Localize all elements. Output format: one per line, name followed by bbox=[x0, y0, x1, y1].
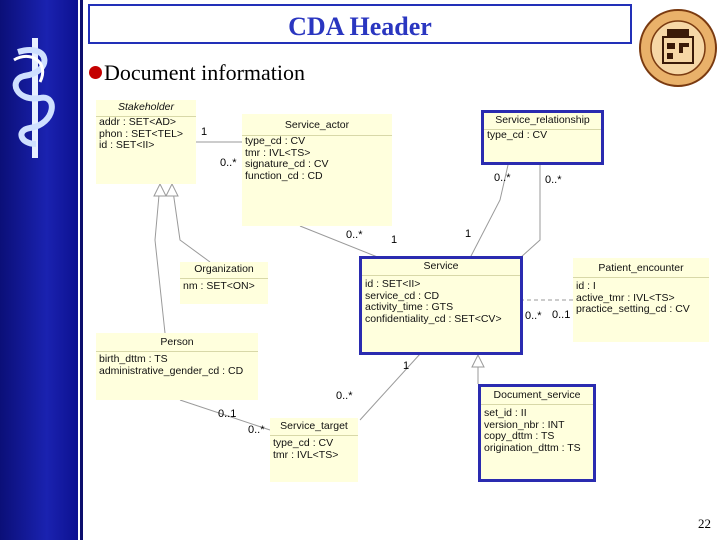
multiplicity-label: 0..1 bbox=[552, 309, 571, 321]
class-name: Service_relationship bbox=[495, 114, 590, 126]
class-service-actor[interactable]: Service_actor type_cd : CV tmr : IVL<TS>… bbox=[242, 114, 392, 226]
class-name: Organization bbox=[194, 263, 254, 275]
caduceus-icon bbox=[12, 38, 55, 158]
class-patient-encounter[interactable]: Patient_encounter id : I active_tmr : IV… bbox=[573, 258, 709, 342]
attribute: birth_dttm : TS bbox=[99, 353, 168, 365]
class-service-relationship[interactable]: Service_relationship type_cd : CV bbox=[481, 110, 604, 165]
multiplicity-label: 0..* bbox=[346, 229, 363, 241]
multiplicity-label: 0..* bbox=[248, 424, 265, 436]
multiplicity-label: 0..* bbox=[494, 172, 511, 184]
attribute: set_id : II bbox=[484, 407, 527, 419]
attribute: active_tmr : IVL<TS> bbox=[576, 291, 675, 304]
attribute: service_cd : CD bbox=[365, 289, 440, 302]
multiplicity-label: 1 bbox=[403, 360, 410, 372]
class-name: Stakeholder bbox=[117, 101, 175, 113]
attribute: signature_cd : CV bbox=[245, 158, 329, 170]
attribute: tmr : IVL<TS> bbox=[273, 448, 339, 461]
attribute: type_cd : CV bbox=[245, 135, 306, 147]
class-name: Service_actor bbox=[284, 119, 350, 131]
multiplicity-label: 0..* bbox=[525, 310, 542, 322]
attribute: addr : SET<AD> bbox=[99, 116, 177, 128]
attribute: tmr : IVL<TS> bbox=[245, 146, 311, 159]
class-organization[interactable]: Organization nm : SET<ON> bbox=[180, 262, 268, 304]
title-bar: CDA Header bbox=[88, 4, 632, 44]
attribute: confidentiality_cd : SET<CV> bbox=[365, 312, 502, 325]
class-service[interactable]: Service id : SET<II> service_cd : CD act… bbox=[359, 256, 523, 355]
attribute: administrative_gender_cd : CD bbox=[99, 364, 244, 377]
multiplicity-label: 0..* bbox=[545, 174, 562, 186]
multiplicity-label: 1 bbox=[465, 228, 472, 240]
class-name: Document_service bbox=[493, 389, 581, 401]
attribute: practice_setting_cd : CV bbox=[576, 303, 690, 315]
class-stakeholder[interactable]: Stakeholder addr : SET<AD> phon : SET<TE… bbox=[96, 100, 196, 184]
class-service-target[interactable]: Service_target type_cd : CV tmr : IVL<TS… bbox=[270, 418, 358, 482]
section-heading: Document information bbox=[104, 60, 306, 85]
attribute: function_cd : CD bbox=[245, 169, 323, 182]
class-person[interactable]: Person birth_dttm : TS administrative_ge… bbox=[96, 333, 258, 400]
multiplicity-label: 1 bbox=[201, 126, 208, 138]
bullet-marker bbox=[89, 66, 102, 79]
sidebar-band bbox=[0, 0, 78, 540]
class-name: Service bbox=[423, 260, 459, 272]
sidebar-divider bbox=[80, 0, 83, 540]
attribute: origination_dttm : TS bbox=[484, 441, 581, 454]
attribute: nm : SET<ON> bbox=[183, 280, 255, 292]
hl7-seal-icon bbox=[639, 9, 717, 87]
attribute: id : SET<II> bbox=[99, 139, 155, 151]
class-name: Person bbox=[160, 336, 194, 348]
multiplicity-label: 0..1 bbox=[218, 408, 237, 420]
page-title: CDA Header bbox=[288, 12, 432, 41]
attribute: type_cd : CV bbox=[273, 437, 334, 449]
attribute: id : I bbox=[576, 280, 596, 292]
multiplicity-label: 0..* bbox=[220, 157, 237, 169]
class-name: Service_target bbox=[280, 420, 348, 432]
multiplicity-label: 0..* bbox=[336, 390, 353, 402]
page-number: 22 bbox=[698, 516, 711, 531]
attribute: version_nbr : INT bbox=[484, 418, 565, 431]
attribute: id : SET<II> bbox=[365, 278, 421, 290]
attribute: copy_dttm : TS bbox=[484, 430, 555, 442]
multiplicity-label: 1 bbox=[391, 234, 398, 246]
class-document-service[interactable]: Document_service set_id : II version_nbr… bbox=[478, 384, 596, 482]
class-name: Patient_encounter bbox=[598, 262, 684, 274]
attribute: phon : SET<TEL> bbox=[99, 127, 184, 140]
attribute: type_cd : CV bbox=[487, 129, 548, 141]
attribute: activity_time : GTS bbox=[365, 301, 454, 313]
